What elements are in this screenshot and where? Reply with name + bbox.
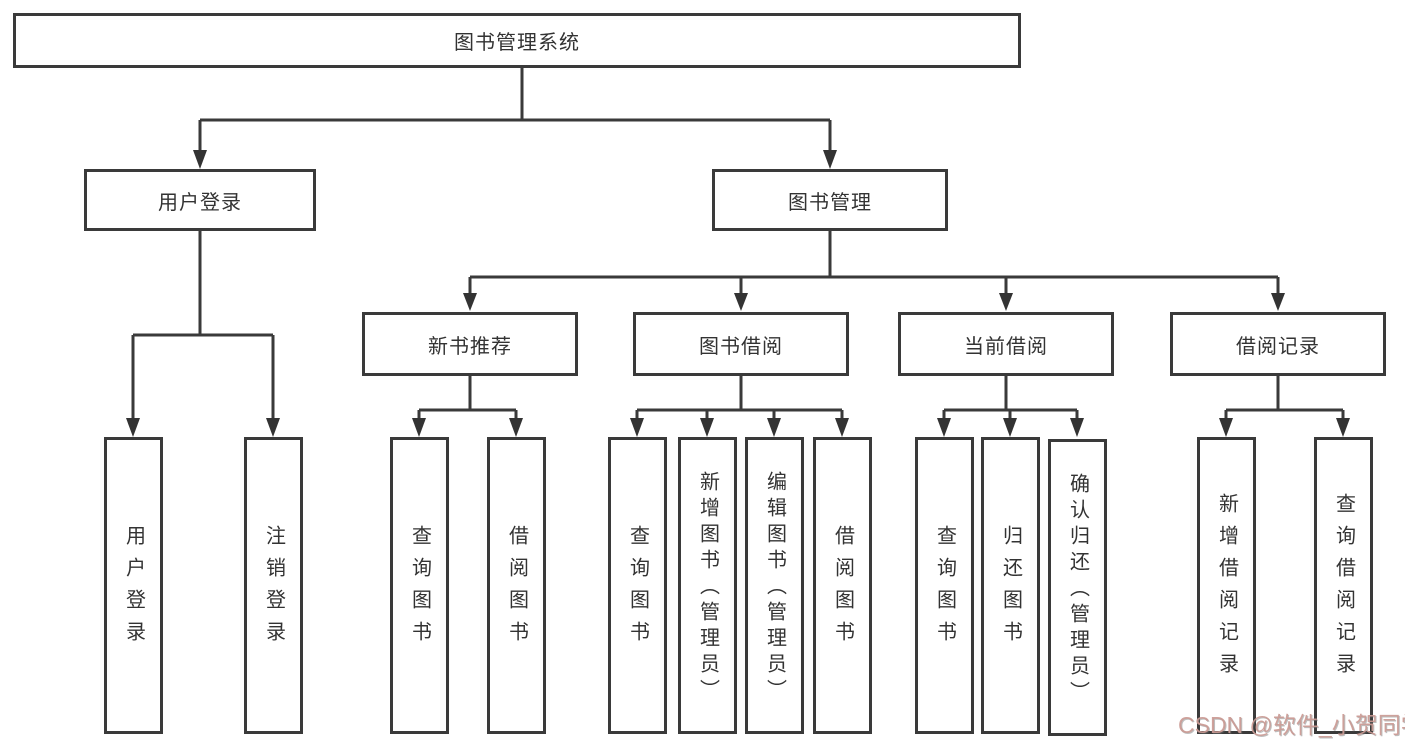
node-user-login: 用户登录: [84, 169, 316, 231]
leaf-add-borrow-record: 新增借阅记录: [1197, 437, 1256, 734]
csdn-watermark: CSDN @软件_小贺同学: [1178, 712, 1405, 738]
node-book-management: 图书管理: [712, 169, 948, 231]
leaf-add-book-admin: 新增图书（管理员）: [678, 437, 737, 734]
leaf-query-borrow-record: 查询借阅记录: [1314, 437, 1373, 734]
node-root: 图书管理系统: [13, 13, 1021, 68]
leaf-query-books-recommend: 查询图书: [390, 437, 449, 734]
node-borrow-records: 借阅记录: [1170, 312, 1386, 376]
leaf-query-books-current: 查询图书: [915, 437, 974, 734]
leaf-logout: 注销登录: [244, 437, 303, 734]
node-current-borrow: 当前借阅: [898, 312, 1114, 376]
leaf-return-books: 归还图书: [981, 437, 1040, 734]
leaf-confirm-return-admin: 确认归还（管理员）: [1048, 439, 1107, 736]
node-new-book-recommend: 新书推荐: [362, 312, 578, 376]
node-book-borrow: 图书借阅: [633, 312, 849, 376]
leaf-user-login: 用户登录: [104, 437, 163, 734]
leaf-query-books-borrow: 查询图书: [608, 437, 667, 734]
leaf-borrow-books-recommend: 借阅图书: [487, 437, 546, 734]
leaf-borrow-books: 借阅图书: [813, 437, 872, 734]
leaf-edit-book-admin: 编辑图书（管理员）: [745, 437, 804, 734]
